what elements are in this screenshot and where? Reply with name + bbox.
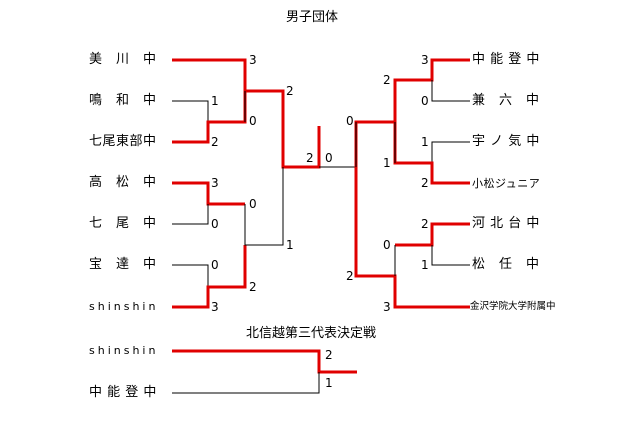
- score-left-r1-7: 3: [211, 300, 219, 314]
- right-team-3: 宇 ノ 気 中: [472, 134, 540, 149]
- line-right-kenroku: [431, 80, 470, 102]
- line-right-matto: [431, 245, 470, 266]
- left-team-4: 高 松 中: [89, 175, 157, 190]
- score-right-r1-4: 2: [421, 176, 429, 190]
- score-left-r1-1: 3: [249, 53, 257, 67]
- score-right-r2-3: 0: [383, 238, 391, 252]
- line-left-hodatsu: [172, 264, 209, 287]
- playoff-title: 北信越第三代表決定戦: [246, 326, 377, 341]
- score-right-r1-1: 3: [421, 53, 429, 67]
- score-right-r2-1: 2: [383, 73, 391, 87]
- score-left-r2-2: 0: [249, 197, 257, 211]
- right-team-7: 金沢学院大学附属中: [470, 301, 556, 312]
- score-right-r1-6: 1: [421, 258, 429, 272]
- score-left-r1-3: 2: [211, 135, 219, 149]
- playoff-team-1: shinshin: [89, 344, 159, 357]
- line-left-takamatsu: [172, 181, 245, 206]
- score-right-r1-5: 2: [421, 217, 429, 231]
- left-team-3: 七尾東部中: [89, 134, 157, 149]
- line-left-meiwa: [172, 100, 209, 122]
- line-right-kahokudai: [395, 222, 470, 247]
- score-left-r1-2: 1: [211, 94, 219, 108]
- right-team-2: 兼 六 中: [472, 93, 540, 108]
- line-right-nakanoto-path: [354, 58, 470, 309]
- left-team-2: 鳴 和 中: [89, 93, 157, 108]
- score-left-r1-4: 3: [211, 176, 219, 190]
- score-final-left: 2: [306, 151, 314, 165]
- score-right-r1-7: 3: [383, 300, 391, 314]
- line-playoff-nakanoto: [172, 372, 320, 394]
- score-playoff-1: 2: [325, 348, 333, 362]
- score-right-semi-1: 0: [346, 114, 354, 128]
- playoff-team-2: 中 能 登 中: [89, 385, 157, 400]
- score-left-r2-1: 0: [249, 114, 257, 128]
- score-left-semi-2: 1: [286, 238, 294, 252]
- right-team-4: 小松ジュニア: [472, 177, 541, 190]
- right-team-5: 河 北 台 中: [472, 216, 540, 231]
- score-right-r2-2: 1: [383, 156, 391, 170]
- score-right-r1-3: 1: [421, 135, 429, 149]
- score-playoff-2: 1: [325, 376, 333, 390]
- line-left-nanao: [172, 204, 209, 225]
- line-left-semi-bottom: [244, 167, 284, 246]
- score-right-r1-2: 0: [421, 94, 429, 108]
- main-title: 男子団体: [286, 10, 339, 25]
- score-left-r1-5: 0: [211, 217, 219, 231]
- score-right-semi-2: 2: [346, 269, 354, 283]
- line-playoff-shinshin: [172, 349, 357, 374]
- left-team-1: 美 川 中: [89, 52, 157, 67]
- right-team-1: 中 能 登 中: [472, 52, 540, 67]
- left-team-5: 七 尾 中: [89, 216, 157, 231]
- score-final-right: 0: [325, 151, 333, 165]
- score-left-r1-6: 0: [211, 258, 219, 272]
- right-team-6: 松 任 中: [472, 257, 540, 272]
- score-left-semi-1: 2: [286, 84, 294, 98]
- left-team-6: 宝 達 中: [89, 257, 157, 272]
- left-team-7: shinshin: [89, 300, 159, 313]
- line-left-shinshin: [172, 245, 247, 309]
- line-right-unoke: [431, 141, 470, 163]
- score-left-r2-3: 2: [249, 280, 257, 294]
